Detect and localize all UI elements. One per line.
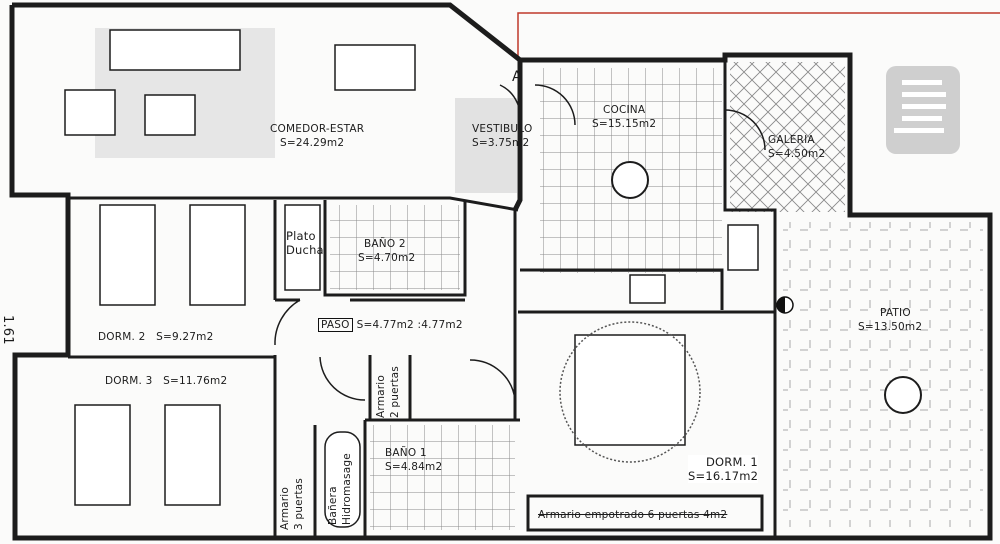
room-area: S=4.84m2 <box>385 461 443 473</box>
room-name: PASO <box>318 318 353 332</box>
room-name: COCINA <box>602 104 646 116</box>
room-name: PATIO <box>880 307 911 319</box>
armario-empotrado: Armario empotrado 6 puertas 4m2 <box>538 509 728 521</box>
label: 3 puertas <box>293 478 305 530</box>
room-area: S=4.77m2 <box>356 319 414 331</box>
room-bano2: BAÑO 2 S=4.70m2 <box>358 237 415 265</box>
room-area: S=24.29m2 <box>280 137 345 149</box>
room-bano1: BAÑO 1 S=4.84m2 <box>385 446 442 474</box>
bano2-tiles <box>330 205 460 290</box>
room-area: S=13.50m2 <box>858 321 923 333</box>
label: Armario <box>375 374 387 418</box>
room-cocina: COCINA S=15.15m2 <box>592 103 656 131</box>
label: Hidromasage <box>341 453 353 525</box>
patio-tiles <box>783 222 983 527</box>
room-name: GALERIA <box>768 134 815 146</box>
room-area: S=9.27m2 <box>156 331 214 343</box>
label: Plato <box>286 229 316 243</box>
label: Armario <box>279 486 291 530</box>
room-name: DORM. 2 <box>98 331 146 343</box>
room-area: S=11.76m2 <box>163 375 228 387</box>
room-galeria: GALERIA S=4.50m2 <box>768 133 825 161</box>
bano1-tiles <box>370 425 515 530</box>
room-name: DORM. 3 <box>105 375 153 387</box>
room-area: S=4.70m2 <box>358 252 416 264</box>
room-name: BAÑO 2 <box>364 238 406 250</box>
room-area: S=15.15m2 <box>592 118 657 130</box>
room-name: COMEDOR-ESTAR <box>270 123 365 135</box>
room-area-duplicate: :4.77m2 <box>417 319 463 331</box>
side-dimension: 1.61 <box>0 315 15 345</box>
room-name: DORM. 1 <box>706 455 758 469</box>
room-dorm2: DORM. 2 S=9.27m2 <box>98 330 213 344</box>
label: 2 puertas <box>389 366 401 418</box>
room-patio: PATIO S=13.50m2 <box>858 306 922 334</box>
room-name: VESTIBULO <box>472 123 533 135</box>
room-comedor-estar: COMEDOR-ESTAR S=24.29m2 <box>270 122 364 150</box>
galeria-tiles <box>730 62 845 212</box>
label: Ducha <box>286 243 324 257</box>
room-vestibulo: VESTIBULO S=3.75m2 <box>472 122 532 150</box>
label: Bañera <box>327 486 339 525</box>
plot-boundary-line <box>517 12 1000 58</box>
bedroom-rug <box>559 321 701 463</box>
room-area: S=4.50m2 <box>768 148 826 160</box>
entrance-mark: A <box>512 69 522 85</box>
room-area: S=3.75m2 <box>472 137 530 149</box>
room-dorm3: DORM. 3 S=11.76m2 <box>105 374 227 388</box>
room-name: BAÑO 1 <box>385 447 427 459</box>
company-logo <box>886 66 960 154</box>
vestibulo-floor <box>455 98 517 193</box>
room-area: S=16.17m2 <box>688 469 759 483</box>
